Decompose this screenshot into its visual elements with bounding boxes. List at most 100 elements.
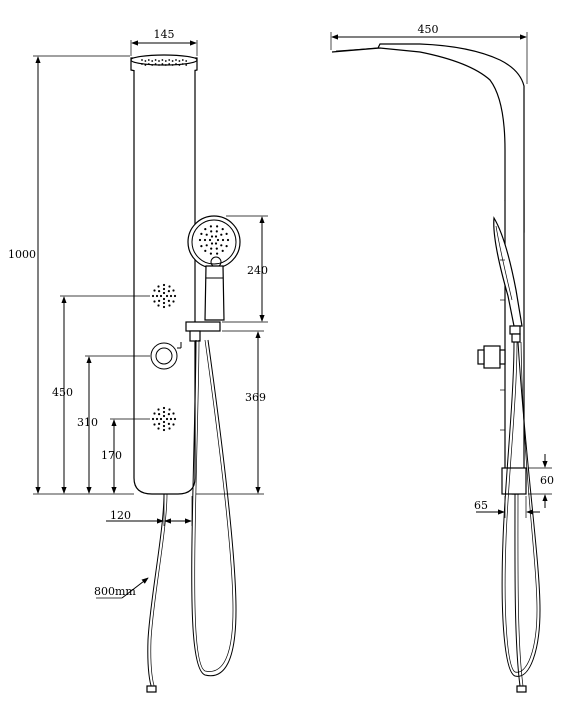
nozzle-dot <box>169 417 173 421</box>
dim-bottom-offset: 120 <box>110 509 131 522</box>
dim-side-outlet-height: 60 <box>540 474 554 487</box>
nozzle-dot <box>162 301 166 305</box>
nozzle-dot <box>214 242 218 245</box>
nozzle-dot <box>168 59 171 61</box>
rain-head-nozzles <box>141 59 188 66</box>
nozzle-dot <box>162 410 166 414</box>
nozzle-dot <box>154 63 157 65</box>
rain-head-top <box>130 54 198 66</box>
nozzle-dot <box>151 64 154 66</box>
nozzle-dot <box>164 64 167 66</box>
panel-column <box>133 70 196 495</box>
nozzle-dot <box>147 59 150 61</box>
nozzle-dot <box>168 408 171 411</box>
nozzle-dot <box>153 412 156 415</box>
inlet-hose <box>147 493 165 689</box>
nozzle-dot <box>168 63 171 65</box>
nozzle-dot <box>159 294 163 298</box>
nozzle-dot <box>210 235 214 238</box>
dim-holder-height: 369 <box>245 391 266 404</box>
nozzle-dot <box>172 412 175 415</box>
nozzle-dot <box>185 64 188 66</box>
nozzle-dot <box>208 238 212 242</box>
side-hoses <box>501 341 541 677</box>
nozzle-dot <box>162 287 166 291</box>
nozzle-dot <box>155 294 159 298</box>
nozzle-dot <box>204 249 207 252</box>
body-jet-upper <box>151 283 177 309</box>
nozzle-dot <box>221 249 224 252</box>
front-view: 145 1000 450 310 170 120 240 3 <box>8 28 268 693</box>
nozzle-dot <box>168 304 171 307</box>
nozzle-dot <box>216 252 219 255</box>
dim-total-height: 1000 <box>8 248 36 261</box>
nozzle-dot <box>151 60 154 62</box>
nozzle-dot <box>141 59 143 61</box>
nozzle-dot <box>220 244 223 247</box>
nozzle-dot <box>158 60 160 62</box>
nozzle-dot <box>225 245 228 248</box>
nozzle-dot <box>162 297 166 301</box>
nozzle-dot <box>161 59 164 61</box>
nozzle-dot <box>216 238 220 242</box>
thermostatic-valve <box>150 342 182 370</box>
nozzle-dot <box>161 63 164 65</box>
nozzle-dot <box>216 225 219 228</box>
dim-panel-width: 145 <box>154 28 175 41</box>
nozzle-dot <box>158 413 161 416</box>
nozzle-dot <box>168 285 171 288</box>
nozzle-dot <box>210 230 213 233</box>
nozzle-dot <box>164 60 167 62</box>
nozzle-dot <box>214 235 218 238</box>
nozzle-dot <box>158 299 161 302</box>
nozzle-dot <box>181 63 184 65</box>
nozzle-dot <box>175 63 177 65</box>
dim-valve-height: 310 <box>77 416 98 429</box>
dim-jet-lower-height: 170 <box>101 449 122 462</box>
nozzle-dot <box>162 428 166 432</box>
nozzle-dot <box>200 245 203 248</box>
nozzle-dot <box>204 228 207 231</box>
nozzle-dot <box>144 64 147 66</box>
nozzle-dot <box>173 417 177 421</box>
nozzle-dot <box>181 59 184 61</box>
nozzle-dot <box>165 417 169 421</box>
nozzle-dot <box>205 244 208 247</box>
nozzle-dot <box>175 59 177 61</box>
nozzle-dot <box>221 228 224 231</box>
hand-shower <box>187 215 241 321</box>
nozzle-dot <box>157 304 160 307</box>
nozzle-dot <box>162 283 166 287</box>
nozzle-dot <box>162 414 166 418</box>
nozzle-dot <box>172 300 175 303</box>
nozzle-dot <box>154 59 157 61</box>
nozzle-dot <box>162 291 166 295</box>
nozzle-dot <box>151 294 155 298</box>
nozzle-dot <box>221 238 225 242</box>
nozzle-dot <box>167 422 170 425</box>
nozzle-dot <box>178 60 181 62</box>
nozzle-dot <box>162 305 166 309</box>
overhead-arm <box>331 43 525 233</box>
nozzle-dot <box>162 420 166 424</box>
nozzle-dot <box>144 60 147 62</box>
nozzle-dot <box>185 60 188 62</box>
nozzle-dot <box>172 423 175 426</box>
nozzle-dot <box>158 290 161 293</box>
nozzle-dot <box>220 233 223 236</box>
nozzle-dot <box>225 232 228 235</box>
nozzle-dot <box>210 242 214 245</box>
nozzle-dot <box>151 417 155 421</box>
side-valve-knob <box>483 345 501 369</box>
hand-shower-hose <box>191 339 237 677</box>
side-view: 450 60 65 <box>330 23 554 693</box>
nozzle-dot <box>158 64 160 66</box>
nozzle-dot <box>226 238 230 242</box>
nozzle-dot <box>165 294 169 298</box>
nozzle-dot <box>173 294 177 298</box>
nozzle-dot <box>209 252 212 255</box>
nozzle-dot <box>215 247 218 250</box>
nozzle-dot <box>171 60 174 62</box>
nozzle-dot <box>198 238 202 242</box>
